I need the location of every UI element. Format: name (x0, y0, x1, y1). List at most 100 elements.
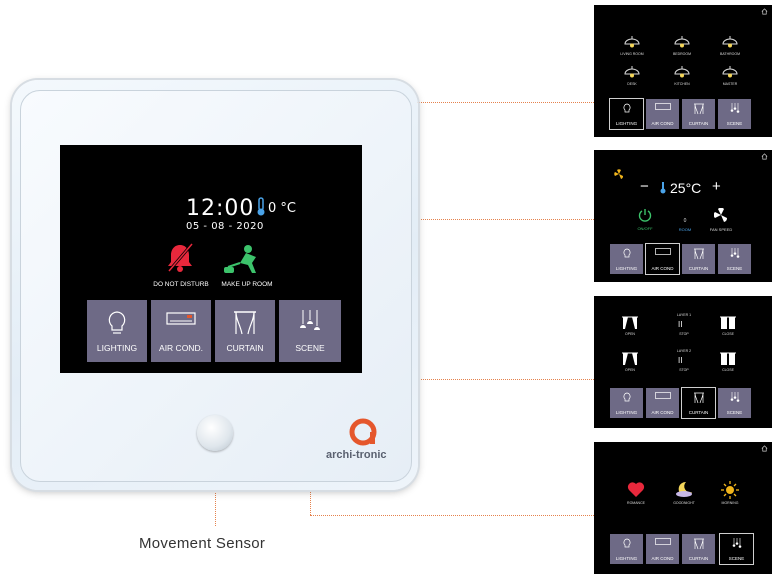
date-readout: 05 - 08 - 2020 (186, 221, 264, 232)
thermometer-icon (256, 197, 266, 222)
tab-lighting[interactable]: LIGHTING (610, 534, 643, 564)
tab-label: AIR COND (651, 121, 674, 126)
light-bulb-icon (108, 311, 126, 334)
stop-button[interactable]: II (678, 356, 683, 365)
fan-icon (614, 166, 624, 184)
lighting-tile[interactable]: LIGHTING (87, 300, 147, 362)
room-label: BATHROOM (720, 52, 740, 56)
tab-label: AIR COND (651, 266, 674, 271)
decrease-temp-button[interactable]: − (640, 178, 649, 195)
tab-scene[interactable]: SCENE (718, 244, 751, 274)
curtain-icon (693, 248, 704, 260)
tab-label: LIGHTING (615, 556, 638, 561)
lighting-screen-panel: LIVING ROOM BEDROOM BATHROOM DESK KITCHE… (594, 5, 772, 137)
heart-icon[interactable] (627, 482, 645, 503)
fan-speed-icon[interactable] (713, 207, 728, 227)
do-not-disturb-label: DO NOT DISTURB (153, 281, 209, 288)
tab-curtain[interactable]: CURTAIN (682, 244, 715, 274)
tab-label: SCENE (726, 410, 743, 415)
room-label: BEDROOM (672, 52, 692, 56)
pendant-light-icon[interactable] (722, 65, 738, 83)
sun-icon[interactable] (721, 481, 739, 504)
curtain-tile-label: CURTAIN (226, 343, 264, 353)
air-cond-tile-label: AIR COND. (159, 343, 203, 353)
vacuum-cleaner-icon[interactable] (222, 243, 262, 280)
curtain-icon (234, 311, 256, 335)
power-icon[interactable] (638, 208, 652, 227)
air-cond-screen-panel: − 25°C + ON/OFF 0 ROOM FAN SPEED LIGHTIN… (594, 150, 772, 282)
setpoint-readout: 25°C (670, 180, 702, 196)
pendant-light-icon[interactable] (624, 35, 640, 53)
air-conditioner-icon (654, 248, 671, 255)
air-cond-tile[interactable]: AIR COND. (151, 300, 211, 362)
tab-lighting[interactable]: LIGHTING (610, 388, 643, 418)
tab-scene[interactable]: SCENE (718, 99, 751, 129)
scene-tile-label: SCENE (295, 343, 325, 353)
tab-scene[interactable]: SCENE (719, 533, 754, 565)
archi-tronic-logo-icon (349, 418, 377, 446)
tab-curtain[interactable]: CURTAIN (681, 387, 716, 419)
curtain-icon (693, 103, 704, 115)
tab-label: AIR COND (651, 556, 674, 561)
room-label: KITCHEN (674, 82, 690, 86)
air-conditioner-icon (654, 538, 671, 545)
on-off-label: ON/OFF (637, 226, 653, 231)
increase-temp-button[interactable]: + (712, 178, 721, 195)
curtain-open-icon[interactable] (622, 352, 638, 371)
tab-air-cond[interactable]: AIR COND (645, 243, 680, 275)
tab-label: AIR COND (651, 410, 674, 415)
bell-off-icon[interactable] (166, 242, 194, 279)
scene-screen-panel: ROMANCE GOODNIGHT MORNING LIGHTING AIR C… (594, 442, 772, 574)
pendant-light-icon[interactable] (722, 35, 738, 53)
pendant-lamps-icon (730, 248, 739, 258)
tab-label: CURTAIN (688, 266, 709, 271)
open-label: OPEN (625, 368, 635, 372)
light-bulb-icon (623, 538, 630, 548)
pendant-light-icon[interactable] (674, 35, 690, 53)
air-conditioner-icon (654, 103, 671, 110)
air-conditioner-icon (654, 392, 671, 399)
curtain-screen-panel: OPEN LAYER 1 II STOP CLOSE OPEN LAYER 2 … (594, 296, 772, 428)
layer-label: LAYER 2 (676, 349, 692, 353)
temperature-readout: 0 °C (268, 201, 296, 216)
connector-line (258, 219, 594, 220)
home-icon[interactable] (761, 153, 768, 160)
curtain-close-icon[interactable] (720, 316, 736, 335)
moon-icon[interactable] (674, 480, 694, 503)
pendant-lamps-icon (730, 392, 739, 402)
tab-lighting[interactable]: LIGHTING (610, 244, 643, 274)
pendant-lamps-icon (300, 310, 320, 330)
stop-button[interactable]: II (678, 320, 683, 329)
tab-air-cond[interactable]: AIR COND (646, 388, 679, 418)
open-label: OPEN (625, 332, 635, 336)
home-icon[interactable] (761, 445, 768, 452)
pendant-light-icon[interactable] (674, 65, 690, 83)
light-bulb-icon (623, 103, 630, 113)
motion-sensor (197, 415, 233, 451)
brand-name: archi-tronic (326, 449, 387, 461)
tab-curtain[interactable]: CURTAIN (682, 534, 715, 564)
scene-tile[interactable]: SCENE (279, 300, 341, 362)
tab-air-cond[interactable]: AIR COND (646, 99, 679, 129)
tab-label: SCENE (726, 266, 743, 271)
tab-scene[interactable]: SCENE (718, 388, 751, 418)
room-label: MASTER (722, 82, 738, 86)
scene-label: MORNING (721, 501, 739, 505)
clock-time: 12:00 (186, 196, 255, 221)
room-temp-value: 0 (683, 218, 687, 224)
tab-label: CURTAIN (688, 410, 709, 415)
tab-lighting[interactable]: LIGHTING (609, 98, 644, 130)
curtain-tile[interactable]: CURTAIN (215, 300, 275, 362)
home-icon[interactable] (761, 8, 768, 15)
tab-curtain[interactable]: CURTAIN (682, 99, 715, 129)
make-up-room-label: MAKE UP ROOM (221, 281, 273, 288)
tab-label: LIGHTING (615, 121, 638, 126)
close-label: CLOSE (722, 368, 734, 372)
connector-line (310, 515, 594, 516)
tab-air-cond[interactable]: AIR COND (646, 534, 679, 564)
thermometer-icon (660, 181, 666, 199)
pendant-lamps-icon (732, 538, 741, 548)
curtain-open-icon[interactable] (622, 316, 638, 335)
pendant-light-icon[interactable] (624, 65, 640, 83)
curtain-close-icon[interactable] (720, 352, 736, 371)
